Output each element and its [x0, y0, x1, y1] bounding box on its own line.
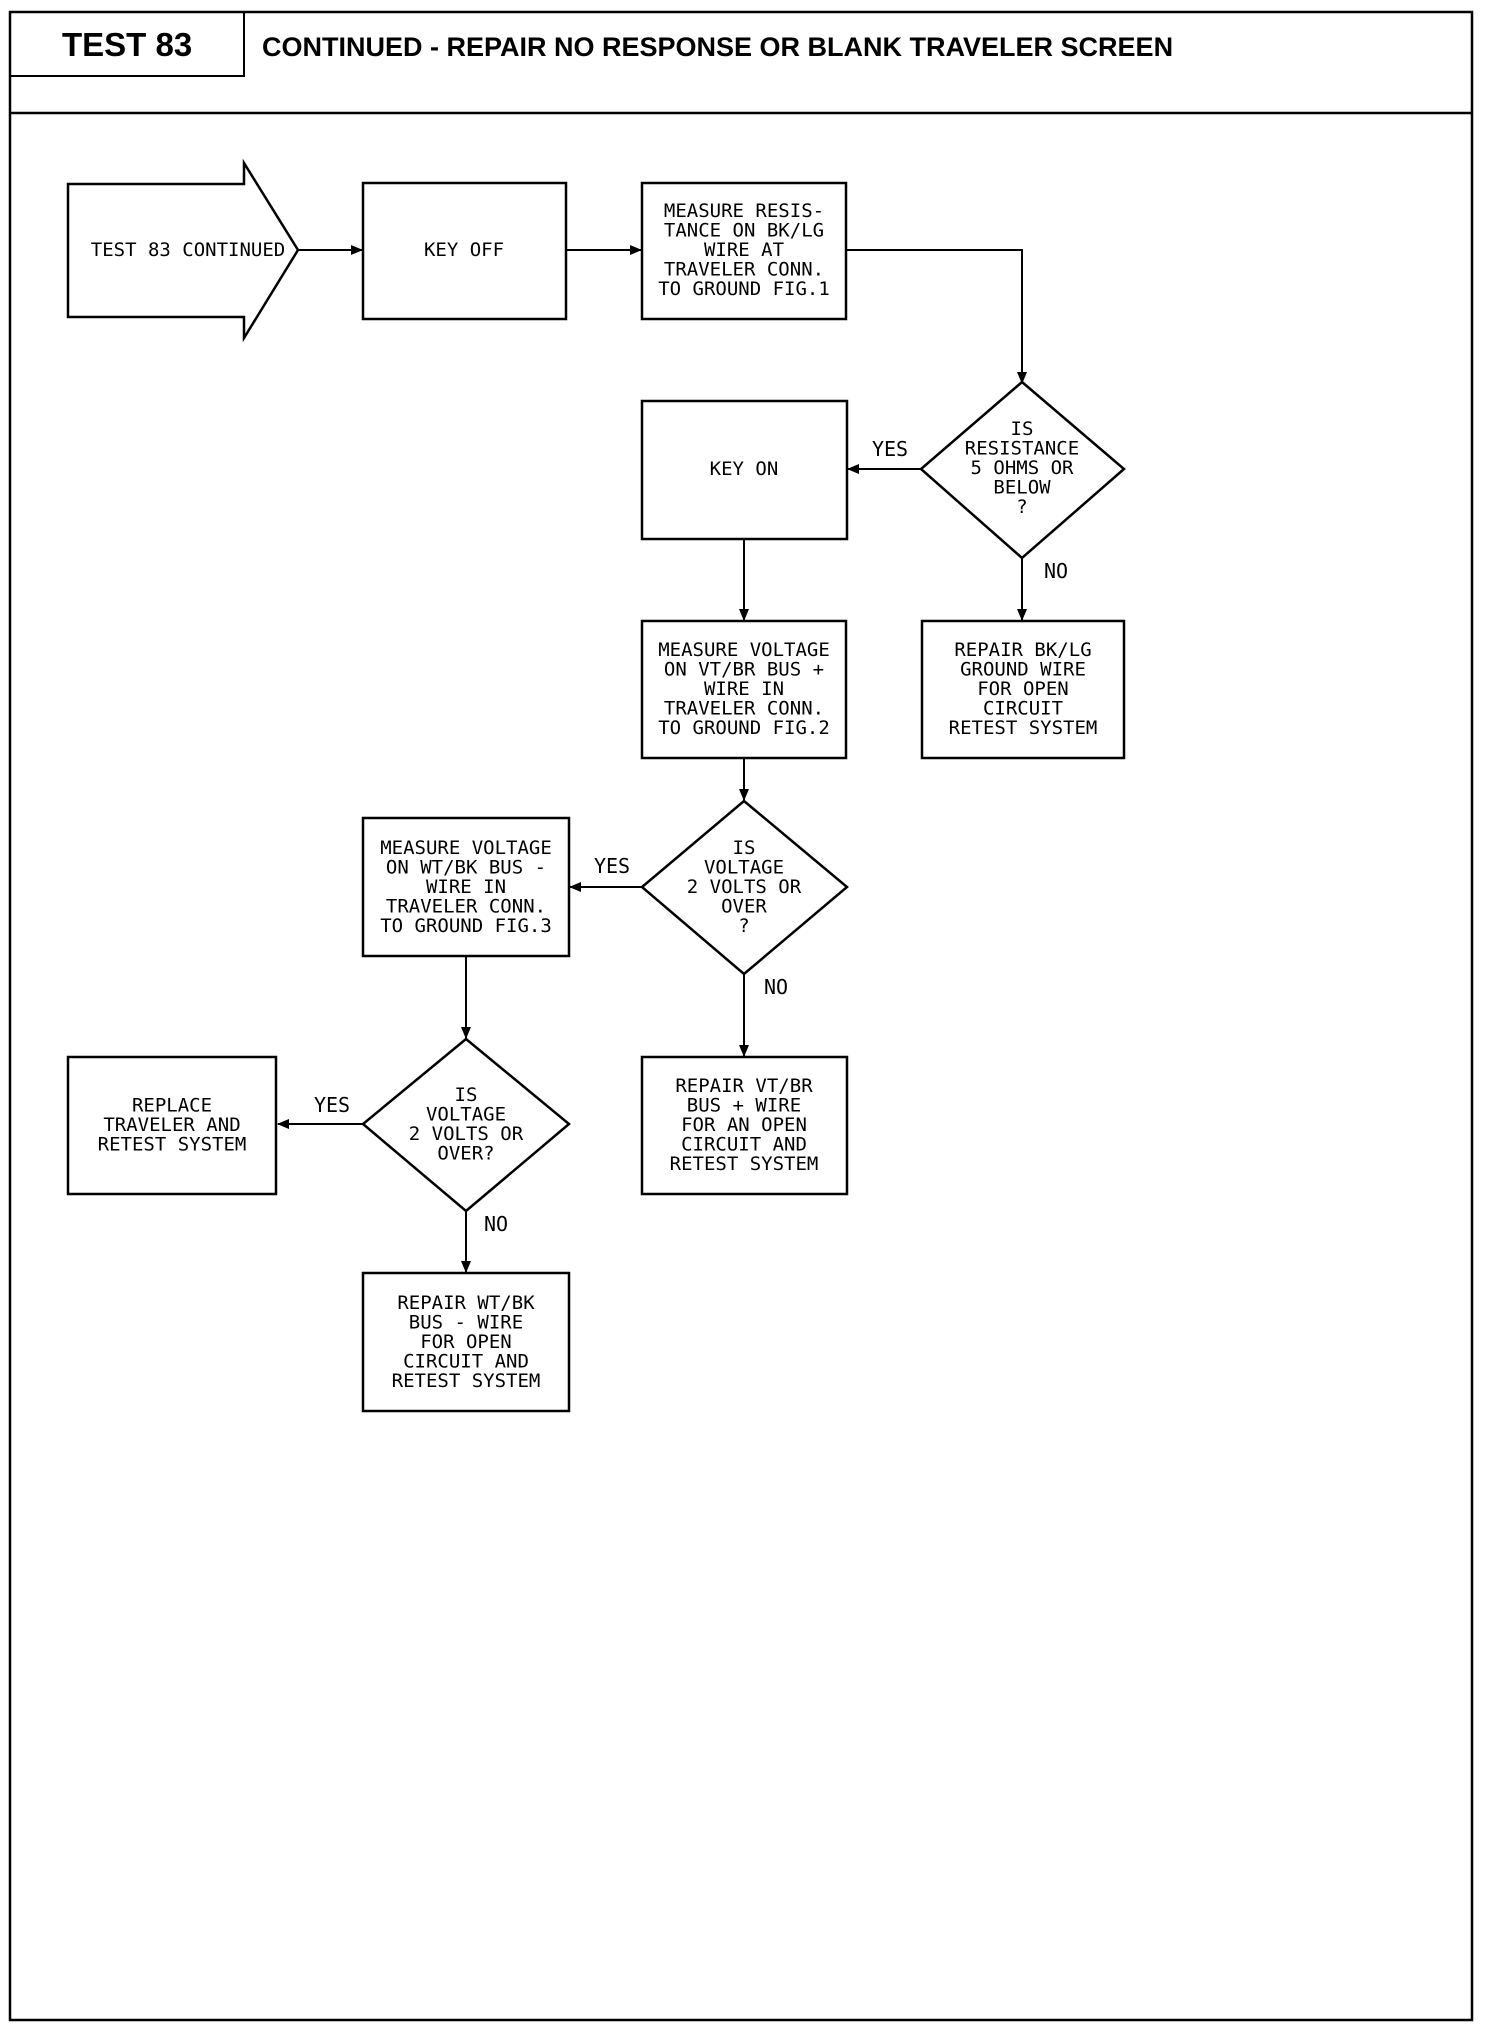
key-off-box	[361, 181, 568, 321]
measure-wtbk-box	[361, 816, 571, 958]
repair-vtbr-line: BUS + WIRE	[687, 1095, 801, 1117]
test-label-box	[10, 12, 245, 77]
decision-vtbr-diamond	[640, 799, 849, 976]
repair-wtbk-line: FOR OPEN	[420, 1331, 512, 1353]
decision-vtbr-line: 2 VOLTS OR	[687, 876, 802, 898]
repair-wtbk-line: REPAIR WT/BK	[397, 1292, 535, 1314]
connectors	[277, 245, 1027, 1273]
repair-wtbk-line: RETEST SYSTEM	[392, 1370, 541, 1392]
measure-wtbk-line: MEASURE VOLTAGE	[380, 837, 552, 859]
replace-traveler-line: TRAVELER AND	[103, 1114, 240, 1136]
measure-resistance-line: TO GROUND FIG.1	[658, 278, 830, 300]
measure-wtbk-line: WIRE IN	[426, 876, 506, 898]
replace-traveler-box	[66, 1055, 278, 1196]
measure-resistance-line: TRAVELER CONN.	[664, 259, 824, 281]
replace-traveler-line: REPLACE	[132, 1095, 212, 1117]
measure-resistance-box	[640, 181, 848, 321]
measure-resistance-line: TANCE ON BK/LG	[664, 220, 824, 242]
start-text: TEST 83 CONTINUED	[91, 239, 285, 261]
measure-vtbr-line: WIRE IN	[704, 678, 784, 700]
decision-resistance-line: IS	[1011, 418, 1034, 440]
measure-resistance-line: MEASURE RESIS-	[664, 200, 824, 222]
decision-wtbk-diamond	[361, 1037, 571, 1213]
shapes	[66, 158, 1126, 1413]
decision-resistance-line: RESISTANCE	[965, 438, 1079, 460]
edge-label-yes-wtbk: YES	[314, 1093, 350, 1117]
repair-vtbr-line: REPAIR VT/BR	[675, 1075, 813, 1097]
edge-labels: YES NO YES NO YES NO	[314, 437, 1068, 1236]
decision-resistance-line: ?	[1016, 496, 1027, 518]
edge-label-no-vtbr: NO	[764, 975, 788, 999]
repair-vtbr-line: CIRCUIT AND	[681, 1134, 807, 1156]
decision-vtbr-line: VOLTAGE	[704, 857, 784, 879]
start-line: TEST 83 CONTINUED	[91, 239, 285, 261]
decision-wtbk-line: 2 VOLTS OR	[409, 1123, 524, 1145]
decision-resistance-diamond	[919, 380, 1126, 560]
edge-label-no-wtbk: NO	[484, 1212, 508, 1236]
repair-vtbr-box	[640, 1055, 849, 1196]
page-frame	[8, 10, 1474, 2022]
key-on-box	[640, 399, 849, 541]
measure-vtbr-box	[640, 619, 848, 760]
edge-label-no-resistance: NO	[1044, 559, 1068, 583]
repair-vtbr-line: FOR AN OPEN	[681, 1114, 807, 1136]
repair-wtbk-line: CIRCUIT AND	[403, 1351, 529, 1373]
repair-bklg-box	[920, 619, 1126, 760]
measure-resistance-line: WIRE AT	[704, 239, 784, 261]
measure-wtbk-line: TO GROUND FIG.3	[380, 915, 552, 937]
edge-measure-resistance-to-decision	[846, 249, 1027, 384]
measure-wtbk-line: TRAVELER CONN.	[386, 896, 546, 918]
test-number-label: TEST 83	[62, 26, 193, 63]
decision-wtbk-line: VOLTAGE	[426, 1103, 506, 1125]
decision-resistance-line: 5 OHMS OR	[971, 457, 1075, 479]
measure-vtbr-line: ON VT/BR BUS +	[664, 659, 824, 681]
replace-traveler-line: RETEST SYSTEM	[98, 1134, 247, 1156]
node-texts: TEST 83 CONTINUED KEY OFF MEASURE RESIS-TA…	[91, 200, 1098, 1392]
repair-wtbk-line: BUS - WIRE	[409, 1312, 523, 1334]
key-on-text: KEY ON	[710, 458, 779, 480]
repair-bklg-line: GROUND WIRE	[960, 659, 1086, 681]
measure-vtbr-line: MEASURE VOLTAGE	[658, 639, 830, 661]
measure-wtbk-line: ON WT/BK BUS -	[386, 857, 546, 879]
measure-vtbr-line: TO GROUND FIG.2	[658, 717, 830, 739]
key-on-line: KEY ON	[710, 458, 779, 480]
key-off-line: KEY OFF	[424, 239, 504, 261]
repair-bklg-line: FOR OPEN	[977, 678, 1069, 700]
decision-vtbr-line: IS	[733, 837, 756, 859]
decision-resistance-line: BELOW	[993, 477, 1051, 499]
key-off-text: KEY OFF	[424, 239, 504, 261]
decision-vtbr-line: OVER	[721, 896, 767, 918]
decision-wtbk-line: IS	[455, 1084, 478, 1106]
repair-bklg-line: RETEST SYSTEM	[949, 717, 1098, 739]
measure-vtbr-line: TRAVELER CONN.	[664, 698, 824, 720]
section-title: CONTINUED - REPAIR NO RESPONSE OR BLANK …	[262, 32, 1174, 62]
repair-wtbk-box	[361, 1271, 571, 1413]
repair-bklg-line: CIRCUIT	[983, 698, 1063, 720]
edge-label-yes-vtbr: YES	[594, 854, 630, 878]
decision-vtbr-line: ?	[738, 915, 749, 937]
repair-vtbr-line: RETEST SYSTEM	[670, 1153, 819, 1175]
repair-bklg-line: REPAIR BK/LG	[954, 639, 1091, 661]
decision-wtbk-line: OVER?	[437, 1142, 494, 1164]
start-arrow-shape	[66, 158, 300, 343]
edge-label-yes-resistance: YES	[872, 437, 908, 461]
